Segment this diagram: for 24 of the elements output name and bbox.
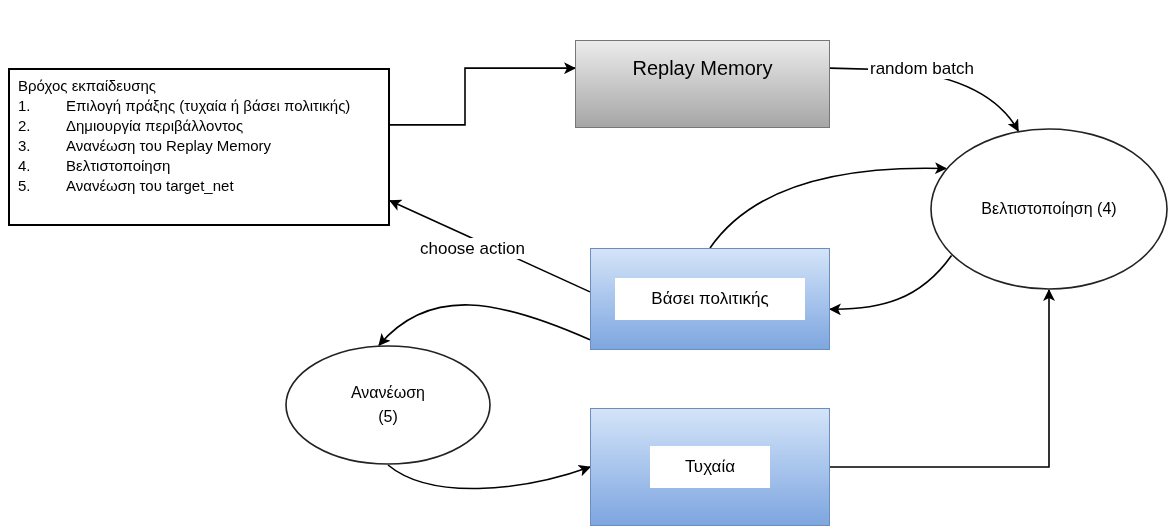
ellipse-node bbox=[930, 128, 1168, 290]
node-label: Βελτιστοποίηση (4) bbox=[981, 199, 1117, 219]
list-item: 1. Επιλογή πράξης (τυχαία ή βάσει πολιτικής) bbox=[18, 96, 352, 116]
arrow bbox=[829, 254, 953, 316]
arrow bbox=[389, 62, 576, 126]
process-box bbox=[575, 40, 830, 128]
list-item: 5. Ανανέωση του target_net bbox=[18, 176, 235, 196]
list-item: 3. Ανανέωση του Replay Memory bbox=[18, 136, 273, 156]
arrow bbox=[709, 162, 947, 249]
ellipse-node bbox=[285, 345, 491, 465]
arrow bbox=[829, 289, 1055, 468]
process-box bbox=[590, 408, 830, 526]
arrow bbox=[378, 304, 591, 347]
list-item: 4. Βελτιστοποίηση bbox=[18, 156, 172, 176]
list-heading: Βρόχος εκπαίδευσης bbox=[18, 76, 158, 96]
arrow bbox=[387, 464, 591, 490]
box-label: Τυχαία bbox=[650, 446, 770, 488]
edge-label: choose action bbox=[418, 238, 527, 260]
process-box bbox=[590, 248, 830, 350]
list-box bbox=[8, 68, 390, 226]
box-label: Replay Memory bbox=[632, 56, 773, 81]
node-label: Ανανέωση (5) bbox=[350, 383, 426, 427]
list-item: 2. Δημιουργία περιβάλλοντος bbox=[18, 116, 245, 136]
box-label: Βάσει πολιτικής bbox=[615, 278, 805, 320]
